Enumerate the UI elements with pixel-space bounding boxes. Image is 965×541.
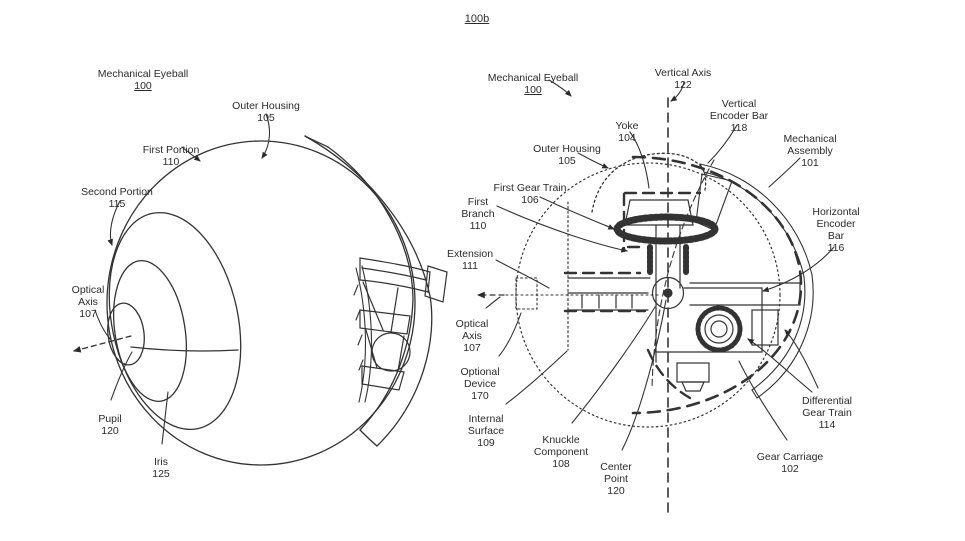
knuckle-pivot-ring <box>651 276 685 310</box>
label-vertical-encoder-bar: Vertical Encoder Bar 118 <box>709 98 769 134</box>
right-title-text: Mechanical Eyeball <box>487 72 579 84</box>
differential-gear-teeth <box>695 305 743 353</box>
left-eyeball-drawing <box>72 113 448 466</box>
iris-shape <box>113 260 187 402</box>
equator-line <box>130 346 239 352</box>
label-center-point: Center Point 120 <box>600 461 632 497</box>
extension-bar <box>567 277 651 311</box>
horizontal-encoder-bar-shape <box>689 282 801 306</box>
gear-carriage-assembly <box>655 287 779 392</box>
rear-housing-band <box>304 135 433 447</box>
right-title-ref: 100 <box>524 84 542 96</box>
gear-train-mechanism <box>613 199 719 363</box>
left-title-ref: 100 <box>134 80 152 92</box>
vertical-encoder-bar-shape <box>695 163 814 399</box>
eyeball-sphere <box>106 140 416 466</box>
label-outer-housing-left: Outer Housing 105 <box>232 100 300 124</box>
left-title-text: Mechanical Eyeball <box>97 68 189 80</box>
label-vertical-axis: Vertical Axis 122 <box>654 67 712 91</box>
label-outer-housing-right: Outer Housing 105 <box>533 143 601 167</box>
label-pupil: Pupil 120 <box>98 413 122 437</box>
crown-gear-edge <box>616 216 716 242</box>
label-differential-gear-train: Differential Gear Train 114 <box>802 395 852 431</box>
front-cap-edge <box>108 211 242 431</box>
label-optional-device: Optional Device 170 <box>460 366 500 402</box>
label-mechanical-assembly: Mechanical Assembly 101 <box>783 133 837 169</box>
optional-device-dotted-box <box>515 277 538 310</box>
right-title: Mechanical Eyeball 100 <box>488 60 578 108</box>
right-cross-section-drawing <box>476 79 835 517</box>
mechanical-assembly-dashed-arc <box>631 155 803 415</box>
right-leader-lines <box>485 79 835 451</box>
yoke-dotted-arc <box>591 152 707 213</box>
label-first-portion: First Portion 110 <box>142 144 200 168</box>
label-first-gear-train: First Gear Train 106 <box>493 182 567 206</box>
figure-tag: 100b <box>464 13 490 25</box>
label-iris: Iris 125 <box>152 456 170 480</box>
top-plate <box>624 199 694 226</box>
encoder-top-bracket <box>695 173 733 231</box>
label-internal-surface: Internal Surface 109 <box>467 413 505 449</box>
label-yoke: Yoke 104 <box>615 120 639 144</box>
label-optical-axis-right: Optical Axis 107 <box>455 318 489 354</box>
label-gear-carriage: Gear Carriage 102 <box>756 451 824 475</box>
left-title: Mechanical Eyeball 100 <box>98 56 188 104</box>
optical-axis-dashed-arrow <box>72 335 132 353</box>
label-extension: Extension 111 <box>446 248 494 272</box>
label-knuckle-component: Knuckle Component 108 <box>533 434 589 470</box>
rear-bracket-assembly <box>359 257 448 391</box>
label-second-portion: Second Portion 115 <box>81 186 153 210</box>
label-first-branch: First Branch 110 <box>461 196 495 232</box>
center-point-dot <box>663 288 673 298</box>
left-leader-lines <box>94 113 271 445</box>
housing-crescent <box>353 265 373 403</box>
pupil-shape <box>107 302 145 366</box>
label-horizontal-encoder-bar: Horizontal Encoder Bar 116 <box>812 206 860 254</box>
label-optical-axis-left: Optical Axis 107 <box>71 284 105 320</box>
